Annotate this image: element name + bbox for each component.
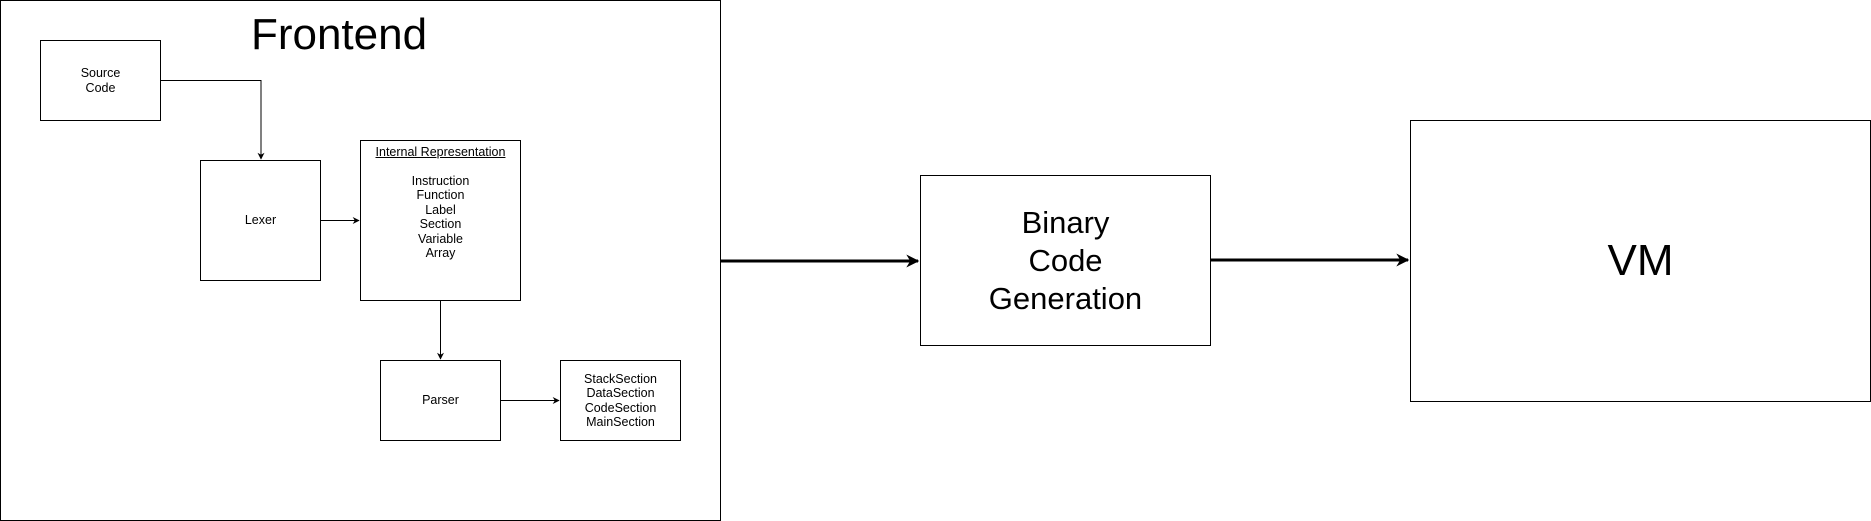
ir-item: Section: [419, 217, 462, 231]
binary-code-generation-label-line: Code: [1028, 242, 1103, 278]
frontend-title: Frontend: [250, 10, 428, 59]
section-item: CodeSection: [584, 400, 657, 415]
ir-item: Array: [425, 246, 456, 260]
binary-code-generation-label-line: Generation: [988, 280, 1143, 316]
parser-node: Parser: [380, 360, 501, 441]
vm-label: VM: [1607, 236, 1674, 285]
section-item: StackSection: [584, 371, 657, 386]
section-item: DataSection: [586, 386, 655, 400]
lexer-node: Lexer: [200, 160, 321, 281]
ir-item: Label: [425, 202, 456, 217]
internal-representation-title: Internal Representation: [375, 145, 506, 159]
lexer-label: Lexer: [244, 213, 277, 228]
internal-representation-node: Internal Representation Instruction Func…: [360, 140, 521, 301]
source-code-label-line: Code: [85, 80, 116, 95]
binary-code-generation-label-line: Binary: [1021, 204, 1110, 240]
sections-node: StackSection DataSection CodeSection Mai…: [560, 360, 681, 441]
source-code-label-line: Source: [80, 66, 121, 80]
vm-node: VM: [1410, 120, 1871, 402]
source-code-node: Source Code: [40, 40, 161, 121]
ir-item: Instruction: [411, 173, 470, 188]
section-item: MainSection: [586, 415, 655, 429]
binary-code-generation-node: Binary Code Generation: [920, 175, 1211, 346]
ir-item: Variable: [418, 231, 463, 246]
parser-label: Parser: [422, 393, 459, 408]
ir-item: Function: [416, 188, 465, 202]
